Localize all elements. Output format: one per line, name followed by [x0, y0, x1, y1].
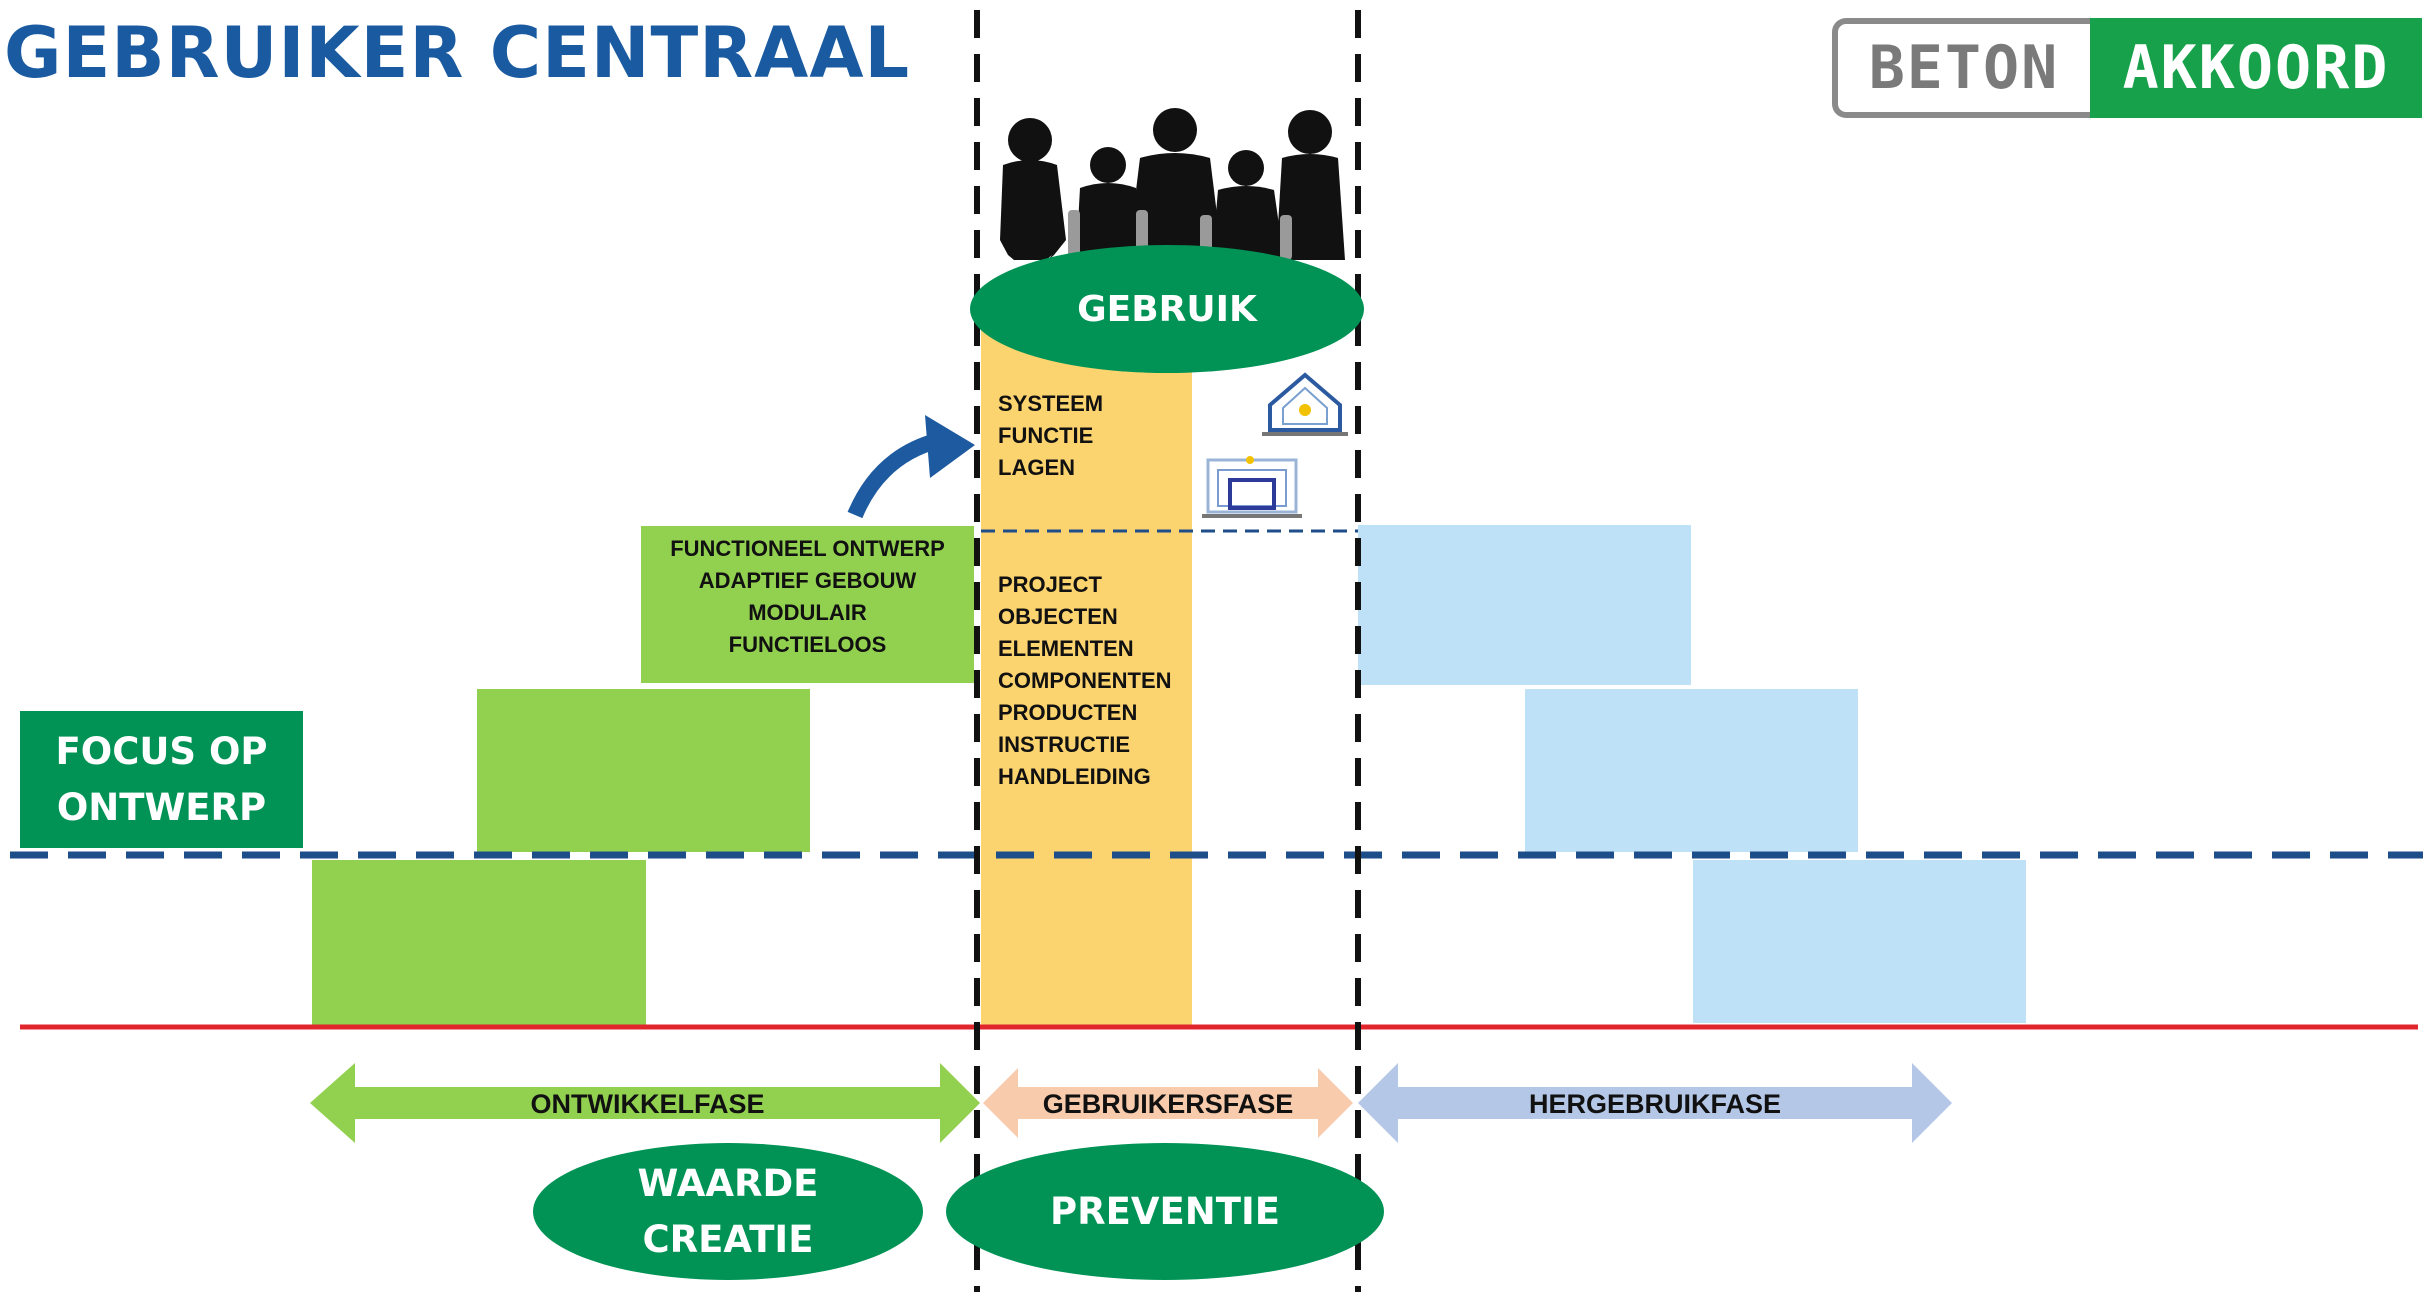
- design-line: FUNCTIELOOS: [728, 632, 887, 657]
- blue-step-middle: [1525, 689, 1858, 852]
- focus-op-ontwerp-box: FOCUS OP ONTWERP: [20, 711, 303, 848]
- building-layers-icon: [1202, 456, 1302, 518]
- creatie-line: CREATIE: [642, 1217, 814, 1261]
- list-item: INSTRUCTIE: [998, 732, 1130, 757]
- waarde-creatie-ellipse: WAARDE CREATIE: [533, 1143, 923, 1280]
- phase-label-hergebruikfase: HERGEBRUIKFASE: [1528, 1089, 1782, 1119]
- design-line: ADAPTIEF GEBOUW: [698, 568, 917, 593]
- green-step-middle: [477, 689, 810, 852]
- blue-step-top: [1358, 525, 1691, 685]
- list-item: HANDLEIDING: [998, 764, 1151, 789]
- preventie-ellipse: PREVENTIE: [946, 1143, 1384, 1280]
- list-item: SYSTEEM: [998, 391, 1104, 416]
- people-silhouettes-icon: [1000, 108, 1345, 260]
- curved-arrow-head-icon: [925, 415, 975, 478]
- house-energy-icon: [1262, 372, 1348, 436]
- system-function-layers-list: SYSTEEM FUNCTIE LAGEN: [998, 388, 1103, 484]
- ontwikkelfase-arrow: [310, 1063, 980, 1143]
- gebruik-label: GEBRUIK: [1077, 288, 1257, 330]
- focus-line-1: FOCUS OP: [55, 729, 268, 773]
- design-line: FUNCTIONEEL ONTWERP: [670, 536, 945, 561]
- project-elements-list: PROJECT OBJECTEN ELEMENTEN COMPONENTEN P…: [998, 569, 1172, 793]
- list-item: LAGEN: [998, 455, 1075, 480]
- focus-line-2: ONTWERP: [56, 785, 267, 829]
- hergebruikfase-arrow: [1358, 1063, 1952, 1143]
- waarde-line: WAARDE: [637, 1161, 819, 1205]
- preventie-label: PREVENTIE: [1049, 1190, 1281, 1233]
- logo-akkoord: AKKOORD: [2090, 18, 2422, 118]
- blue-step-bottom: [1693, 860, 2026, 1023]
- gebruik-ellipse: GEBRUIK: [970, 245, 1364, 373]
- beton-akkoord-logo: BETON AKKOORD: [1832, 18, 2422, 122]
- list-item: PROJECT: [998, 572, 1102, 597]
- phase-label-gebruikersfase: GEBRUIKERSFASE: [1042, 1089, 1294, 1119]
- list-item: PRODUCTEN: [998, 700, 1138, 725]
- green-step-bottom: [312, 860, 646, 1025]
- list-item: ELEMENTEN: [998, 636, 1134, 661]
- logo-beton: BETON: [1832, 18, 2090, 118]
- list-item: OBJECTEN: [998, 604, 1118, 629]
- curved-arrow-icon: [847, 432, 943, 519]
- gebruikersfase-arrow: [983, 1068, 1353, 1138]
- page-title: GEBRUIKER CENTRAAL: [4, 12, 911, 94]
- orange-column: [981, 330, 1192, 1026]
- list-item: COMPONENTEN: [998, 668, 1172, 693]
- functional-design-box-text: FUNCTIONEEL ONTWERP ADAPTIEF GEBOUW MODU…: [641, 533, 974, 661]
- phase-label-ontwikkelfase: ONTWIKKELFASE: [530, 1089, 765, 1119]
- design-line: MODULAIR: [748, 600, 867, 625]
- green-step-top: [641, 526, 974, 683]
- list-item: FUNCTIE: [998, 423, 1094, 448]
